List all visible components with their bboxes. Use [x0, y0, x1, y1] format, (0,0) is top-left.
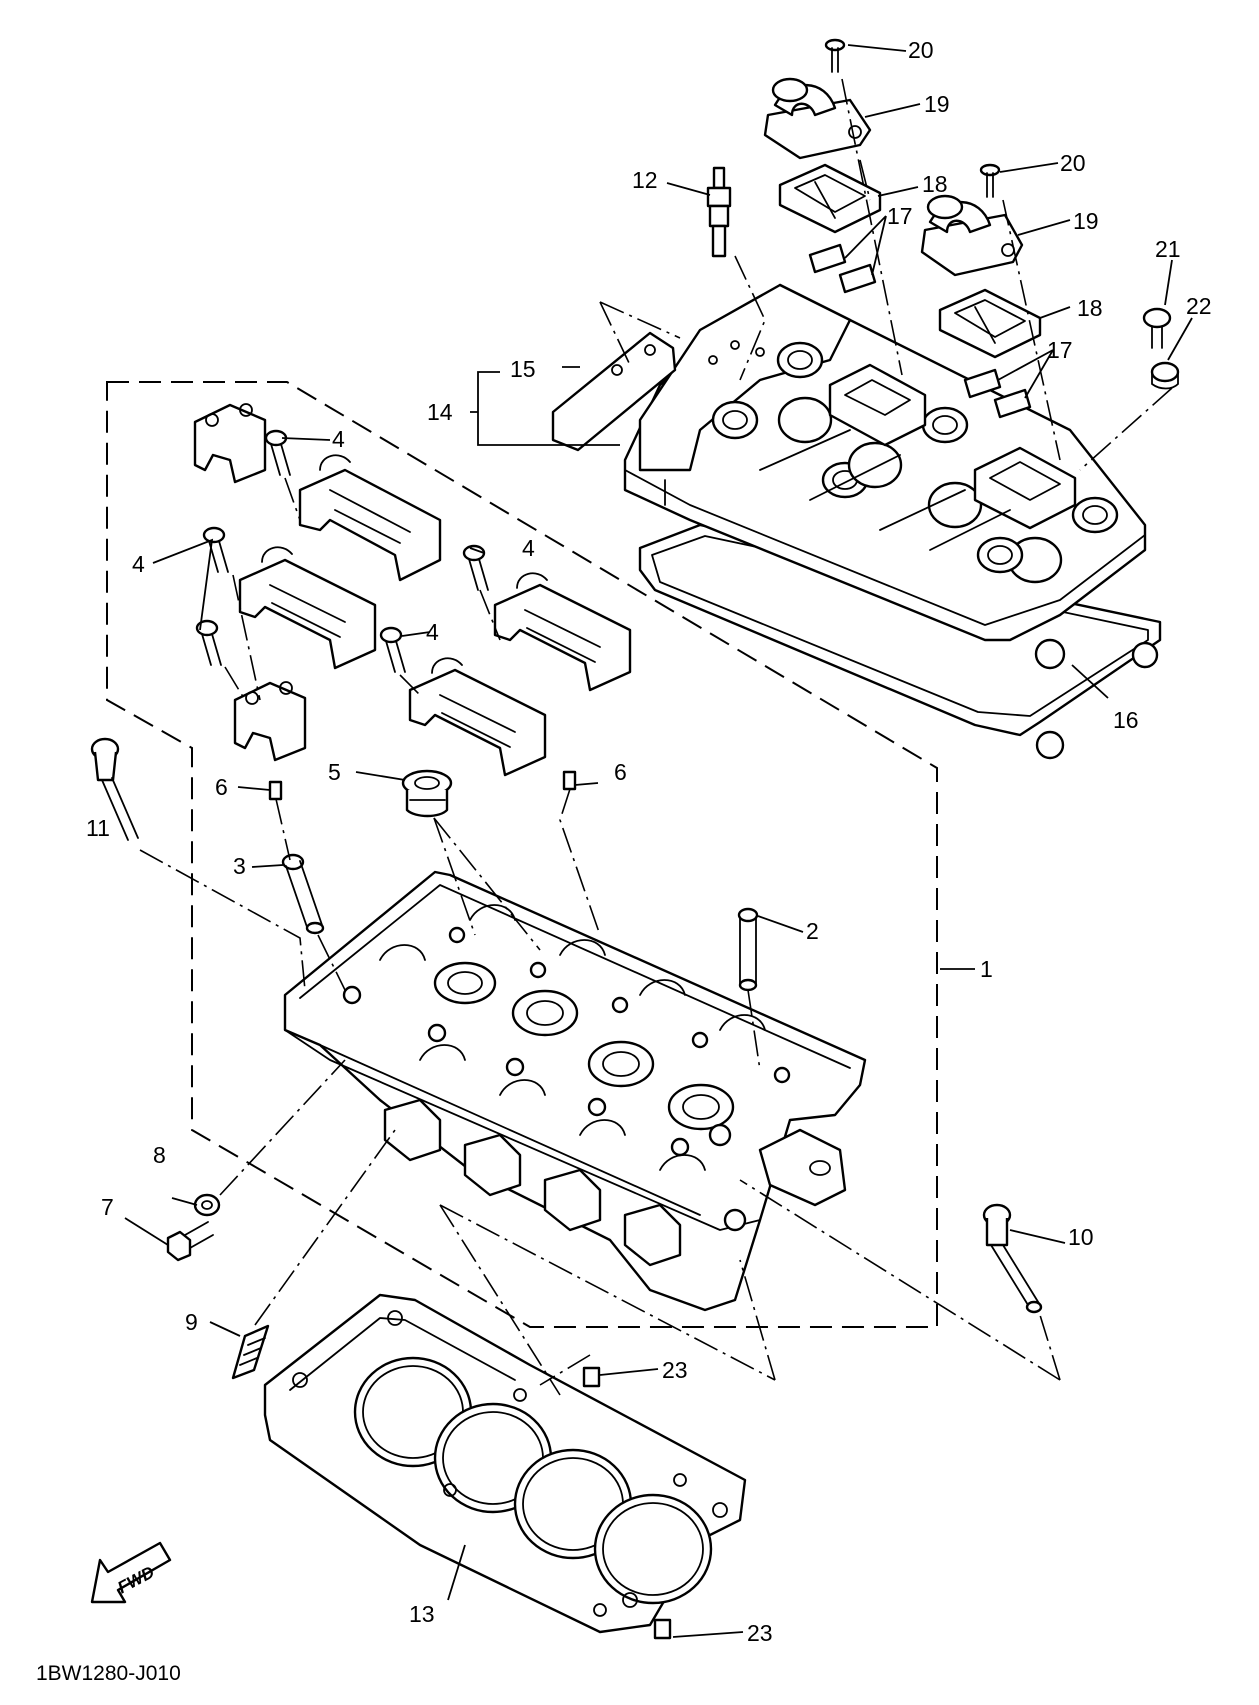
callout-17a: 17 [887, 203, 913, 229]
callout-12: 12 [632, 167, 658, 193]
callout-13: 13 [409, 1601, 435, 1627]
plug-5[interactable] [401, 769, 453, 818]
callout-8: 8 [153, 1142, 166, 1168]
stud-9[interactable] [231, 1324, 270, 1380]
callout-18b: 18 [1077, 295, 1103, 321]
cam-cap-bolt-c[interactable] [195, 619, 222, 666]
callout-16: 16 [1113, 707, 1139, 733]
callout-23a: 23 [662, 1357, 688, 1383]
callout-18a: 18 [922, 171, 948, 197]
cylinder-head[interactable] [283, 870, 867, 1312]
spark-plug[interactable] [706, 166, 732, 258]
callout-4c: 4 [522, 535, 535, 561]
callout-19a: 19 [924, 91, 950, 117]
callout-23b: 23 [747, 1620, 773, 1646]
cylinder-head-assembly-boundary [106, 381, 938, 1328]
callout-4a: 4 [332, 426, 345, 452]
screw-20-lower[interactable] [979, 163, 1001, 198]
callout-labels: 1 2 3 4 4 4 4 5 6 6 7 8 9 10 11 12 13 14… [86, 37, 1212, 1646]
callout-5: 5 [328, 759, 341, 785]
head-gasket[interactable] [263, 1293, 747, 1634]
cam-cap-bolt-e[interactable] [379, 626, 406, 673]
cam-cap-left-bottom[interactable] [233, 681, 307, 762]
callout-21: 21 [1155, 236, 1181, 262]
callout-4b: 4 [132, 551, 145, 577]
clip-set-upper[interactable] [808, 243, 877, 294]
callout-19b: 19 [1073, 208, 1099, 234]
callout-11: 11 [86, 815, 110, 841]
cam-cap-2[interactable] [238, 546, 377, 670]
dowel-23-upper[interactable] [582, 1366, 601, 1388]
callout-22: 22 [1186, 293, 1212, 319]
callout-1: 1 [980, 956, 993, 982]
bolt-21[interactable] [1142, 307, 1172, 349]
callout-6a: 6 [215, 774, 228, 800]
grommet-22[interactable] [1150, 361, 1180, 390]
stud-3[interactable] [281, 853, 325, 935]
bolt-10[interactable] [982, 1203, 1043, 1314]
reed-valve-cover-lower[interactable] [920, 194, 1024, 277]
cam-cap-3[interactable] [493, 572, 632, 692]
washer-8[interactable] [193, 1193, 221, 1217]
bolt-7[interactable] [166, 1221, 214, 1262]
cam-cap-1[interactable] [298, 454, 442, 582]
cam-cap-bolt-b[interactable] [202, 526, 229, 573]
dowel-23-lower[interactable] [653, 1618, 672, 1640]
callout-7: 7 [101, 1194, 114, 1220]
callout-20b: 20 [1060, 150, 1086, 176]
callout-14: 14 [427, 399, 453, 425]
callout-6b: 6 [614, 759, 627, 785]
callout-4d: 4 [426, 619, 439, 645]
callout-17b: 17 [1047, 337, 1073, 363]
callout-15: 15 [510, 356, 536, 382]
callout-9: 9 [185, 1309, 198, 1335]
callout-20a: 20 [908, 37, 934, 63]
diagram-code: 1BW1280-J010 [36, 1662, 181, 1685]
callout-2: 2 [806, 918, 819, 944]
callout-10: 10 [1068, 1224, 1094, 1250]
reed-valve-lower[interactable] [938, 288, 1042, 359]
dowel-left[interactable] [268, 780, 283, 801]
screw-20-upper[interactable] [824, 38, 846, 73]
cover-plate[interactable] [551, 331, 677, 452]
cam-cap-bolt-d[interactable] [462, 544, 489, 591]
bolt-11[interactable] [90, 737, 139, 841]
stud-2[interactable] [737, 907, 759, 992]
cylinder-head-cover[interactable] [623, 283, 1162, 760]
assembly-lines [139, 78, 1173, 1396]
dowel-right[interactable] [562, 770, 577, 791]
cam-cap-4[interactable] [408, 657, 547, 777]
callout-3: 3 [233, 853, 246, 879]
cam-cap-left-top[interactable] [193, 403, 267, 484]
reed-valve-upper[interactable] [778, 163, 882, 234]
clip-set-lower[interactable] [963, 368, 1032, 419]
reed-valve-cover-upper[interactable] [763, 77, 872, 160]
leader-lines [124, 44, 1193, 1638]
fwd-arrow-icon: FWD [90, 1541, 172, 1604]
